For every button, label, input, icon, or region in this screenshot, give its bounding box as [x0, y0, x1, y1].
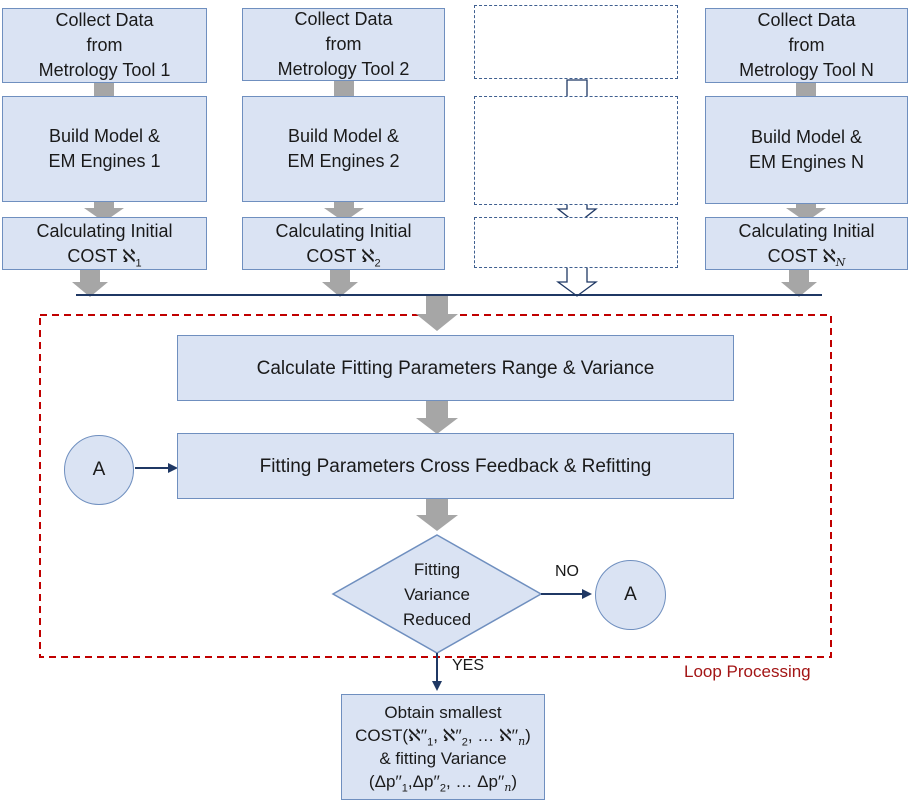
block-arrow-down: [786, 201, 826, 222]
build-line: EM Engines 1: [48, 151, 161, 171]
cost-text: COST ℵ: [767, 245, 836, 266]
collect-line: Collect Data: [757, 10, 856, 30]
loop-processing-label: Loop Processing: [684, 662, 811, 681]
cost-text: COST ℵ: [67, 245, 136, 266]
result-cost-part: , … ℵ′′: [467, 726, 519, 745]
collect-line: Metrology Tool 2: [277, 59, 410, 79]
result-var-sub: 1: [401, 782, 408, 795]
result-cost-sub: 2: [461, 736, 468, 749]
decision-line: Fitting: [413, 560, 461, 579]
build-model-box-n: Build Model & EM Engines N: [705, 96, 908, 204]
calc-range-label: Calculate Fitting Parameters Range & Var…: [256, 357, 655, 379]
build-line: EM Engines 2: [287, 151, 400, 171]
initial-cost-box-n: Calculating Initial COST ℵN: [705, 217, 908, 270]
collect-line: from: [86, 35, 123, 55]
result-box: Obtain smallest COST(ℵ′′1, ℵ′′2, … ℵ′′n)…: [341, 694, 545, 800]
collect-data-box-1: Collect Data from Metrology Tool 1: [2, 8, 207, 83]
block-arrow-down: [322, 270, 358, 297]
cost-line: COST ℵN: [768, 244, 846, 269]
result-cost-part: , ℵ′′: [433, 726, 462, 745]
decision-label: Fitting Variance Reduced: [373, 557, 501, 632]
cost-line: Calculating Initial: [36, 220, 173, 241]
build-model-box-2: Build Model & EM Engines 2: [242, 96, 445, 202]
initial-cost-box-2: Calculating Initial COST ℵ2: [242, 217, 445, 270]
calc-range-variance-box: Calculate Fitting Parameters Range & Var…: [177, 335, 734, 401]
build-line: Build Model &: [287, 126, 400, 146]
no-label: NO: [555, 563, 579, 580]
collect-data-box-n: Collect Data from Metrology Tool N: [705, 8, 908, 83]
block-arrow-down: [324, 199, 364, 222]
cost-line: COST ℵ1: [67, 244, 141, 269]
loop-boundary: [39, 314, 832, 658]
cost-text: COST ℵ: [306, 245, 375, 266]
cost-subscript-italic: N: [835, 256, 846, 270]
result-cost-sub: n: [518, 736, 525, 748]
yes-label: YES: [452, 657, 485, 674]
decision-line: Reduced: [402, 610, 472, 629]
initial-cost-box-1: Calculating Initial COST ℵ1: [2, 217, 207, 270]
cost-line: COST ℵ2: [306, 244, 380, 269]
result-var-part: ): [511, 772, 518, 791]
result-cost-part: COST(ℵ′′: [355, 726, 428, 745]
result-var-sub: 2: [439, 782, 446, 795]
result-var-part: ,Δp′′: [407, 772, 440, 791]
connector-a-out: A: [595, 560, 666, 630]
placeholder-box-collect: [474, 5, 678, 79]
block-arrow-down: [781, 270, 817, 297]
block-arrow-down: [84, 199, 124, 222]
result-var-part: , … Δp′′: [445, 772, 505, 791]
result-cost-line: COST(ℵ′′1, ℵ′′2, … ℵ′′n): [355, 724, 531, 749]
collect-line: Collect Data: [55, 10, 154, 30]
result-line-3: & fitting Variance: [379, 749, 507, 768]
cost-line: Calculating Initial: [738, 220, 875, 241]
result-variance-line: (Δp′′1,Δp′′2, … Δp′′n): [368, 770, 518, 795]
result-cost-sub: 1: [427, 736, 434, 749]
connector-arrowhead: [168, 463, 178, 473]
result-var-sub: n: [504, 782, 511, 794]
result-line-1: Obtain smallest: [384, 703, 502, 722]
collect-line: Collect Data: [294, 9, 393, 29]
block-arrow-down: [416, 401, 458, 434]
collect-line: Metrology Tool N: [739, 60, 874, 80]
collect-line: from: [325, 34, 362, 54]
build-line: Build Model &: [750, 127, 863, 147]
block-arrow-down: [416, 296, 458, 331]
build-line: Build Model &: [48, 126, 161, 146]
build-line: EM Engines N: [748, 152, 865, 172]
result-cost-part: ): [525, 726, 531, 745]
collect-line: from: [788, 35, 825, 55]
cross-feedback-box: Fitting Parameters Cross Feedback & Refi…: [177, 433, 734, 499]
build-model-box-1: Build Model & EM Engines 1: [2, 96, 207, 202]
cross-feedback-label: Fitting Parameters Cross Feedback & Refi…: [259, 455, 652, 477]
collect-line: Metrology Tool 1: [38, 60, 171, 80]
decision-line: Variance: [404, 585, 470, 604]
yes-arrowhead: [432, 681, 442, 691]
cost-line: Calculating Initial: [275, 220, 412, 241]
block-arrow-down: [72, 270, 108, 297]
block-arrow-down: [416, 498, 458, 531]
connector-a-in: A: [64, 435, 134, 505]
placeholder-box-cost: [474, 217, 678, 268]
collect-data-box-2: Collect Data from Metrology Tool 2: [242, 8, 445, 81]
connector-a-label: A: [624, 584, 637, 605]
cost-subscript: 2: [374, 257, 381, 270]
result-cost-sub-italic: n: [518, 735, 526, 749]
result-var-part: (Δp′′: [368, 772, 402, 791]
cost-subscript: N: [836, 257, 846, 269]
outline-arrow-down: [556, 265, 598, 297]
result-var-sub-italic: n: [504, 781, 512, 795]
no-arrowhead: [582, 589, 592, 599]
connector-a-label: A: [92, 459, 106, 480]
cost-subscript: 1: [135, 257, 142, 270]
placeholder-box-build: [474, 96, 678, 205]
